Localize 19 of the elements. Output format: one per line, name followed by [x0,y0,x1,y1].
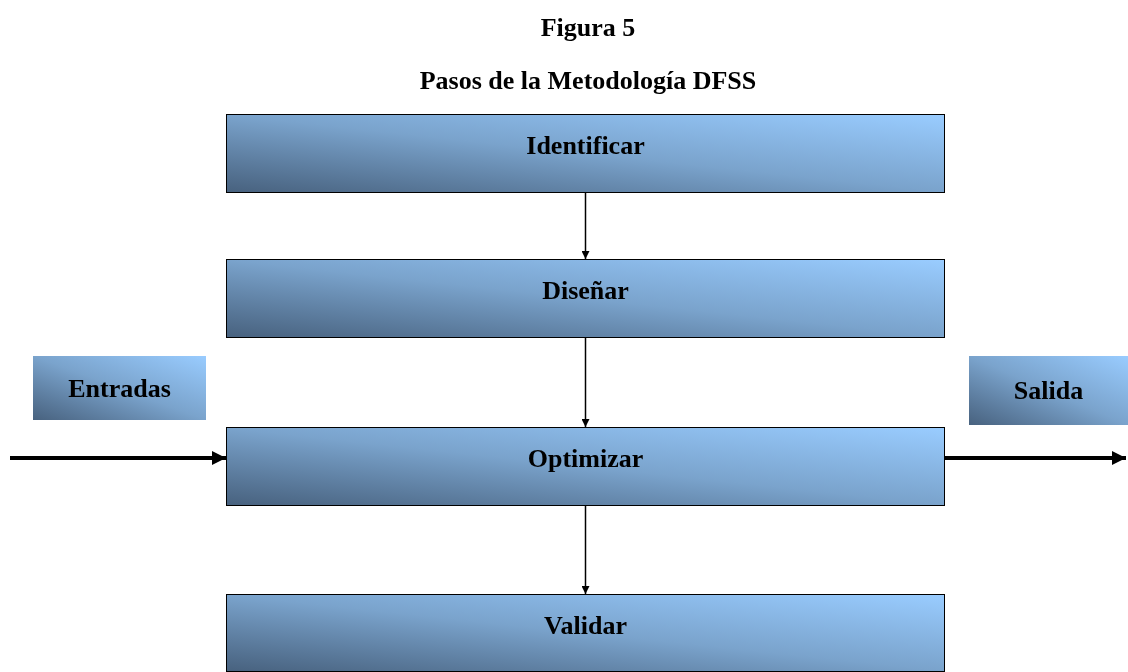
arrow [581,337,590,428]
label-box [33,356,206,420]
arrow [581,192,590,260]
process-box [226,427,945,506]
arrow [581,505,590,595]
process-box [226,259,945,338]
box-label: Salida [1013,375,1084,407]
arrow [10,451,226,465]
box-label: Optimizar [527,443,644,475]
arrow [945,451,1126,465]
box-label: Diseñar [542,275,629,307]
figure-number: Figura 5 [539,12,637,44]
diagram-title: Pasos de la Metodología DFSS [418,65,758,97]
box-label: Entradas [68,372,171,405]
process-box [226,114,945,193]
label-box [969,356,1128,425]
box-label: Validar [544,609,627,642]
box-label: Identificar [526,130,645,162]
process-box [226,594,945,672]
